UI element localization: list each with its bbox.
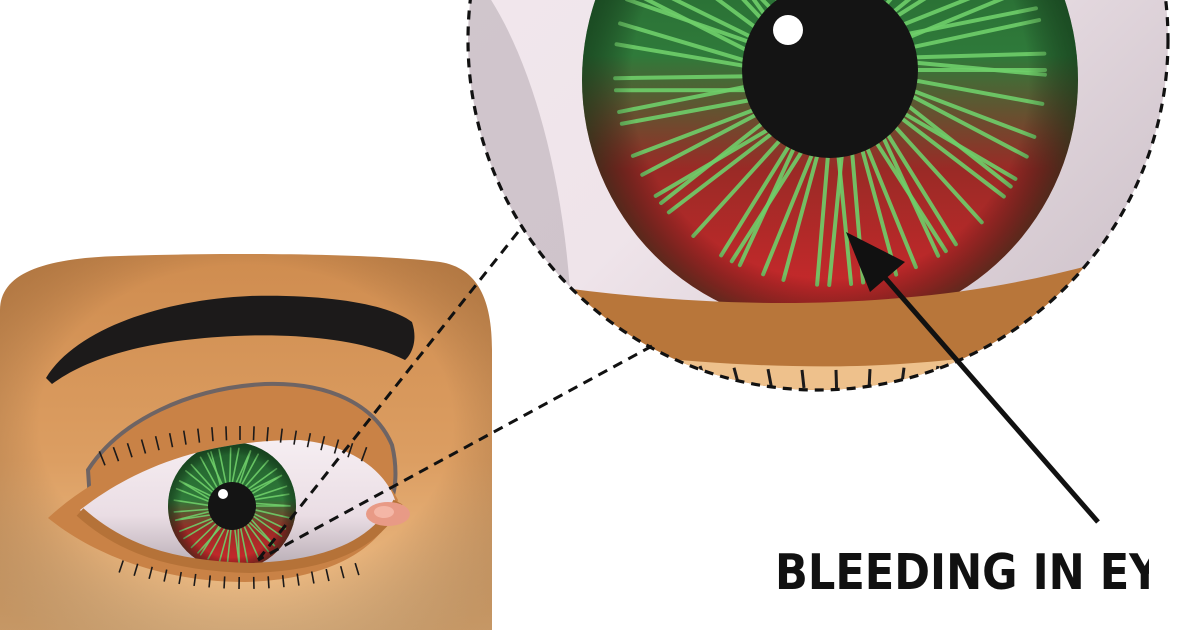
eyelash	[800, 369, 806, 389]
eyelash	[279, 428, 283, 443]
eyelash	[766, 368, 773, 388]
small-catchlight	[218, 489, 228, 499]
upper-eyelashes	[98, 426, 368, 466]
eyelash	[163, 569, 168, 582]
eyelash	[267, 576, 270, 589]
eyelash	[148, 566, 153, 579]
small-eye	[48, 426, 410, 589]
eyelash	[118, 560, 124, 573]
eyebrow	[46, 295, 415, 384]
small-pupil	[208, 482, 256, 530]
magnified-eye	[468, 0, 1168, 390]
eyelash	[354, 562, 360, 576]
magnifier-connector-lines	[256, 231, 653, 562]
magnified-catchlight	[773, 15, 803, 45]
eyelash	[281, 575, 285, 588]
eyelash	[333, 439, 340, 454]
eyelash	[293, 430, 298, 445]
eyelash	[208, 575, 211, 588]
eyelash	[223, 576, 226, 589]
small-iris	[168, 442, 296, 566]
lower-eyelashes	[118, 560, 360, 589]
eyelash	[140, 439, 147, 454]
callout-label: BLEEDING IN EYE	[775, 544, 1149, 601]
eyelash	[266, 427, 269, 442]
eyelash	[126, 442, 133, 458]
eyelash	[360, 446, 368, 462]
eyelash	[112, 446, 120, 462]
eyelash	[320, 435, 326, 451]
eyelash	[347, 442, 354, 458]
eyelash	[133, 563, 139, 576]
eyelash	[225, 426, 228, 441]
eyelash	[193, 573, 197, 587]
eyelash	[154, 435, 160, 451]
eyelash	[325, 568, 330, 582]
eyelash	[178, 571, 182, 585]
eyelash	[867, 369, 872, 388]
eyelash	[211, 427, 214, 442]
magnifier-outline	[466, 0, 1170, 392]
eyelash	[310, 571, 315, 584]
eyelash	[168, 433, 174, 448]
eyelash	[197, 428, 201, 443]
eyelash	[98, 451, 106, 466]
eyelash	[252, 426, 255, 441]
eyelash	[182, 430, 187, 445]
eyelash	[834, 369, 839, 388]
eyelash	[306, 433, 312, 448]
eyelash	[296, 573, 300, 586]
callout-arrow	[846, 232, 1100, 524]
eyelash	[339, 565, 345, 579]
